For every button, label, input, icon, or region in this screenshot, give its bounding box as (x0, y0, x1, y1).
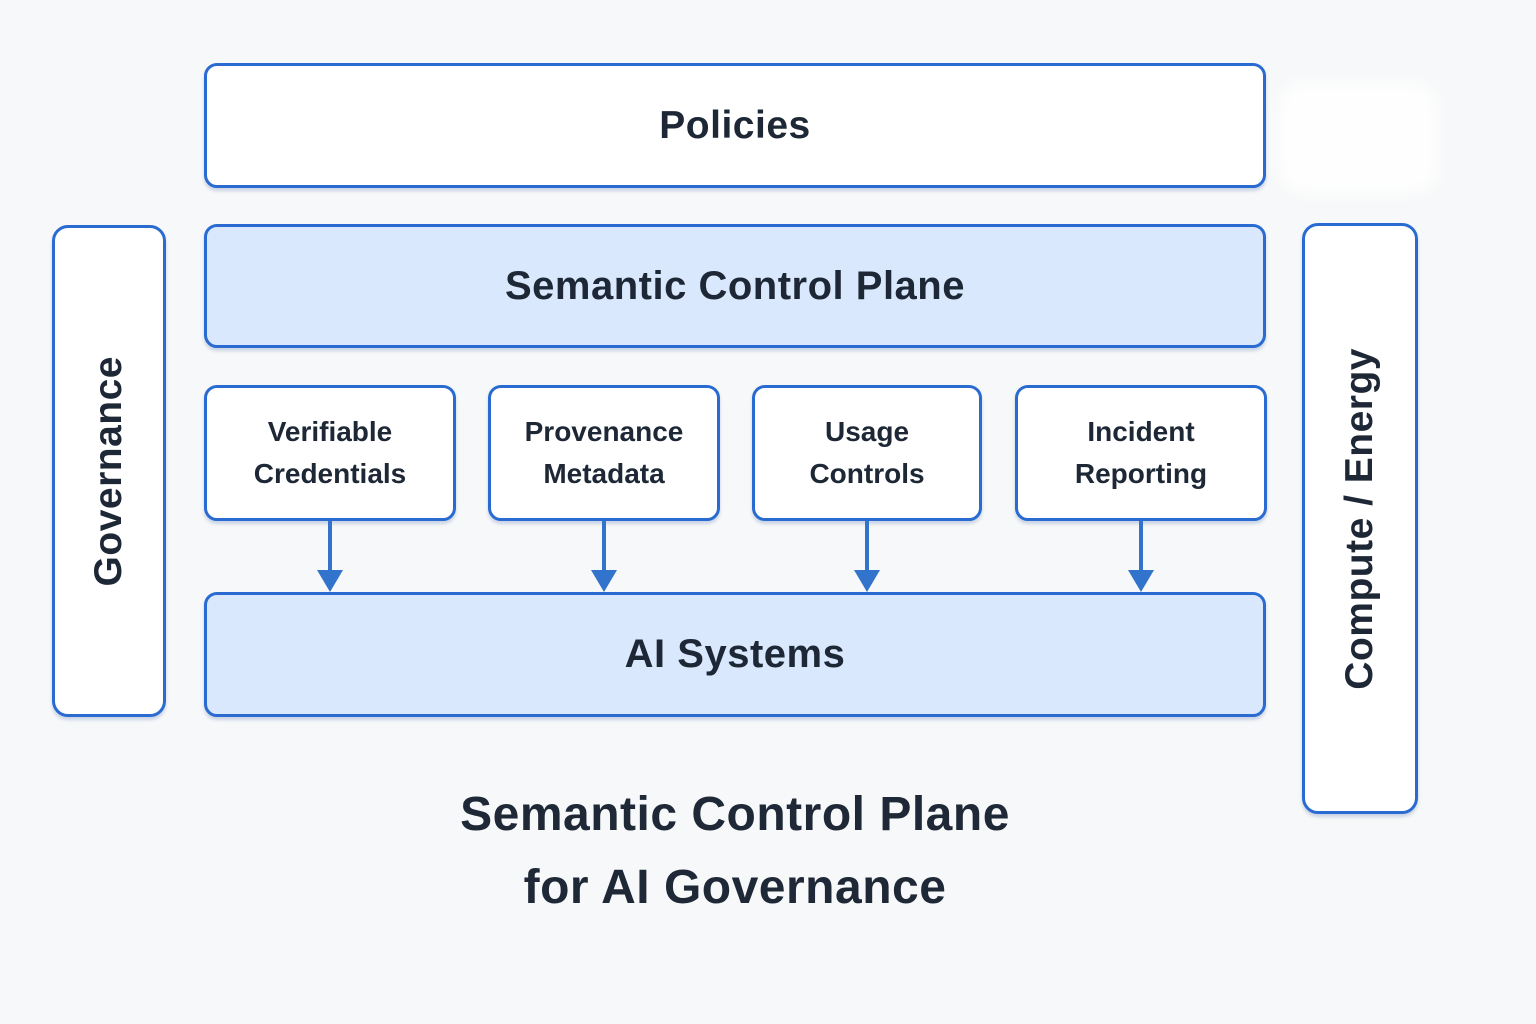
arrow-stem (328, 521, 332, 570)
governance-label: Governance (87, 355, 130, 587)
arrow-head (1128, 570, 1154, 592)
caption-line-1: Semantic Control Plane (460, 788, 1010, 841)
incident-reporting-label: Incident Reporting (1074, 416, 1208, 489)
arrow-down-icon (1128, 521, 1154, 592)
arrow-down-icon (317, 521, 343, 592)
governance-rail-box: Governance (52, 225, 166, 717)
usage-controls-label: Usage Controls (809, 416, 925, 489)
ai-systems-label: AI Systems (624, 632, 846, 676)
provenance-metadata-box: Provenance Metadata (488, 385, 720, 521)
verifiable-credentials-box: Verifiable Credentials (204, 385, 456, 521)
caption-line-2: for AI Governance (523, 861, 947, 914)
arrow-head (317, 570, 343, 592)
arrow-down-icon (854, 521, 880, 592)
verifiable-credentials-label: Verifiable Credentials (253, 416, 407, 489)
incident-reporting-box: Incident Reporting (1015, 385, 1267, 521)
arrow-stem (865, 521, 869, 570)
compute-energy-label: Compute / Energy (1338, 347, 1381, 690)
provenance-metadata-label: Provenance Metadata (524, 416, 684, 489)
arrow-stem (602, 521, 606, 570)
policies-box: Policies (204, 63, 1266, 188)
compute-energy-rail-box: Compute / Energy (1302, 223, 1418, 814)
diagram-caption: Semantic Control Plane for AI Governance (204, 778, 1266, 924)
arrow-stem (1139, 521, 1143, 570)
arrow-head (591, 570, 617, 592)
semantic-control-plane-label: Semantic Control Plane (505, 263, 965, 308)
usage-controls-box: Usage Controls (752, 385, 982, 521)
arrow-head (854, 570, 880, 592)
semantic-control-plane-box: Semantic Control Plane (204, 224, 1266, 348)
arrow-down-icon (591, 521, 617, 592)
background-artifact (1288, 92, 1428, 184)
policies-label: Policies (659, 103, 811, 147)
ai-systems-box: AI Systems (204, 592, 1266, 717)
